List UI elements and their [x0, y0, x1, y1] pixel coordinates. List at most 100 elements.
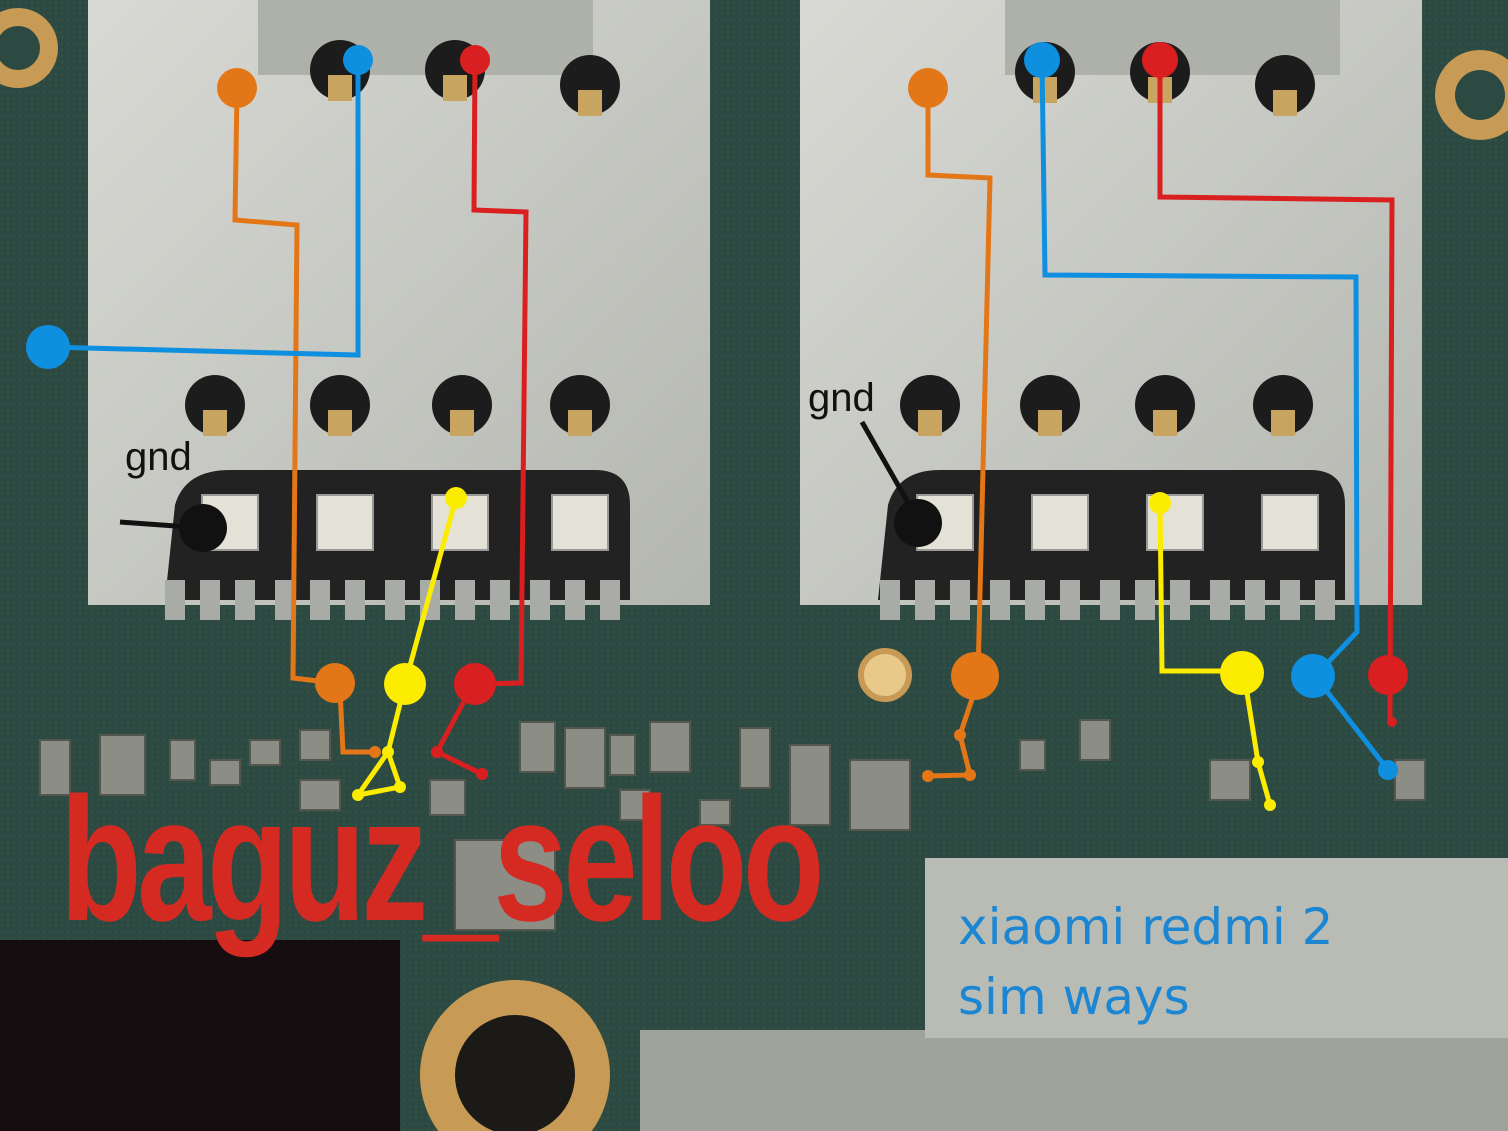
gnd-label-right: gnd — [808, 376, 875, 420]
slot-hole — [185, 375, 245, 435]
smd-component — [454, 839, 556, 931]
slot-pin — [310, 580, 330, 620]
smd-component — [209, 759, 241, 786]
slot-pin — [165, 580, 185, 620]
slot-pin — [490, 580, 510, 620]
probe-red-left-pad — [454, 663, 496, 705]
probe-gnd-right — [894, 499, 942, 547]
smd-component — [429, 779, 466, 816]
slot-pin — [880, 580, 900, 620]
contact-pad — [1273, 90, 1297, 116]
slot-pin — [275, 580, 295, 620]
solder-pads — [858, 648, 912, 702]
smd-component — [1019, 739, 1046, 771]
wire-orange-right — [925, 88, 993, 779]
probe-yellow-right-pad — [1220, 651, 1264, 695]
smd-component — [699, 799, 731, 826]
probe-orange-right-top — [908, 68, 948, 108]
probe-yellow-left-top — [445, 487, 467, 509]
slot-pin — [1100, 580, 1120, 620]
contact-pad — [1038, 410, 1062, 436]
slot-holes — [185, 40, 1315, 436]
contact-pad — [328, 410, 352, 436]
slot-pin — [600, 580, 620, 620]
smd-component — [789, 744, 831, 826]
probe-orange-left-top — [217, 68, 257, 108]
probe-blue-right-pad — [1291, 654, 1335, 698]
smd-component — [1079, 719, 1111, 761]
smd-component — [299, 779, 341, 811]
watermark-text: baguz_seloo — [60, 762, 825, 958]
contact-pad — [1153, 410, 1177, 436]
slot-pin — [385, 580, 405, 620]
smd-component — [649, 721, 691, 773]
slot-pin — [530, 580, 550, 620]
contact-pad — [450, 410, 474, 436]
slot-pin — [1025, 580, 1045, 620]
wire-orange-left — [232, 89, 375, 755]
slot-hole — [1253, 375, 1313, 435]
slot-pin — [1210, 580, 1230, 620]
sim-slot-right — [800, 0, 1422, 605]
metal-shield-bottom — [640, 1030, 1508, 1131]
probe-orange-right-pad — [951, 652, 999, 700]
smd-component — [739, 727, 771, 789]
wire-blue-left — [47, 60, 361, 358]
slot-pin — [950, 580, 970, 620]
contact-pad — [568, 410, 592, 436]
slot-hole — [1255, 55, 1315, 115]
contact-pad — [328, 75, 352, 101]
contact-spring — [1261, 494, 1319, 551]
smd-component — [519, 721, 556, 773]
slot-pin — [1315, 580, 1335, 620]
slot-hole — [560, 55, 620, 115]
contact-pad — [918, 410, 942, 436]
slot-pin — [1060, 580, 1080, 620]
smd-component — [564, 727, 606, 789]
slot-pin — [235, 580, 255, 620]
smd-component — [99, 734, 146, 796]
smd-component — [619, 789, 651, 821]
contact-spring — [1031, 494, 1089, 551]
probe-blue-right-top — [1024, 42, 1060, 78]
smd-component — [299, 729, 331, 761]
smd-component — [1209, 759, 1251, 801]
smd-component — [849, 759, 911, 831]
smd-component — [1394, 759, 1426, 801]
contact-pad — [443, 75, 467, 101]
slot-pin — [1245, 580, 1265, 620]
slot-pin — [345, 580, 365, 620]
contact-pad — [578, 90, 602, 116]
caption-line-1: xiaomi redmi 2 — [958, 898, 1334, 956]
probe-yellow-right-top — [1149, 492, 1171, 514]
smd-components — [39, 719, 1426, 931]
wire-red-right — [1157, 60, 1395, 723]
smd-component — [169, 739, 196, 781]
slot-hole — [1135, 375, 1195, 435]
probe-red-right-top — [1142, 42, 1178, 78]
gnd-label-left: gnd — [125, 435, 192, 479]
slot-hole — [900, 375, 960, 435]
probe-orange-left-pad — [315, 663, 355, 703]
slot-hole — [432, 375, 492, 435]
slot-pin — [1170, 580, 1190, 620]
probe-red-right-pad — [1368, 655, 1408, 695]
smd-component — [609, 734, 636, 776]
metal-shield-right — [925, 858, 1508, 1038]
contact-springs — [165, 494, 1335, 620]
probe-blue-left-top — [343, 45, 373, 75]
slot-pin — [455, 580, 475, 620]
probe-yellow-left-pad — [384, 663, 426, 705]
probe-gnd-left — [179, 504, 227, 552]
contact-pad — [1271, 410, 1295, 436]
slot-pin — [565, 580, 585, 620]
smd-component — [39, 739, 71, 796]
smd-component — [249, 739, 281, 766]
probe-red-left-top — [460, 45, 490, 75]
slot-hole — [1020, 375, 1080, 435]
contact-spring — [316, 494, 374, 551]
contact-spring — [551, 494, 609, 551]
caption-line-2: sim ways — [958, 968, 1190, 1026]
